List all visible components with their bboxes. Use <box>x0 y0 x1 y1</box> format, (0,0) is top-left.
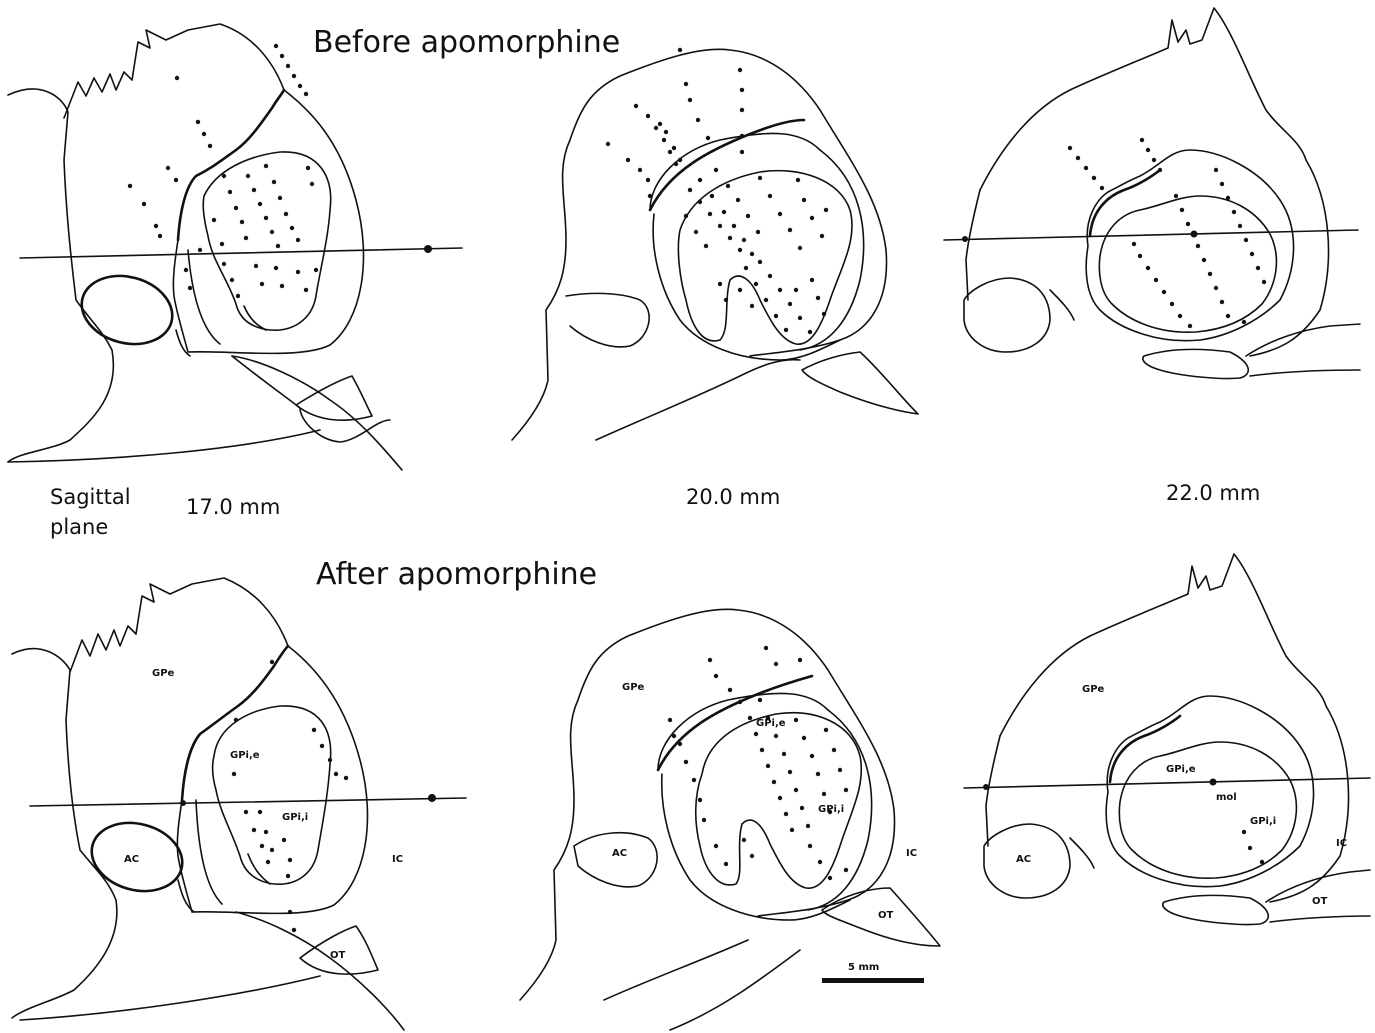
panel-after-17mm: GPe GPi,e GPi,i AC IC OT <box>12 578 466 1030</box>
ot-label: OT <box>330 950 346 961</box>
gpe-label: GPe <box>1082 684 1105 695</box>
gpii-label: GPi,i <box>282 812 308 823</box>
gpii-label: GPi,i <box>818 804 844 815</box>
gpe-label: GPe <box>622 682 645 693</box>
ot-label: OT <box>878 910 894 921</box>
section-20mm-label: 20.0 mm <box>686 485 780 509</box>
plane-label: plane <box>50 515 108 539</box>
mol-label: mol <box>1216 792 1237 803</box>
ic-label: IC <box>392 854 403 865</box>
ac-label: AC <box>124 854 139 865</box>
panel-before-20mm <box>512 48 918 440</box>
scale-bar <box>822 978 924 983</box>
before-apomorphine-title: Before apomorphine <box>313 25 620 60</box>
section-22mm-label: 22.0 mm <box>1166 481 1260 505</box>
ac-label: AC <box>612 848 627 859</box>
gpie-label: GPi,e <box>756 718 786 729</box>
gpie-label: GPi,e <box>230 750 260 761</box>
after-apomorphine-title: After apomorphine <box>316 557 597 592</box>
panel-before-17mm <box>8 24 462 470</box>
sagittal-label: Sagittal <box>50 485 131 509</box>
ot-label: OT <box>1312 896 1328 907</box>
ic-label: IC <box>1336 838 1347 849</box>
ac-label: AC <box>1016 854 1031 865</box>
ic-label: IC <box>906 848 917 859</box>
section-17mm-label: 17.0 mm <box>186 495 280 519</box>
gpii-label: GPi,i <box>1250 816 1276 827</box>
panel-after-20mm: GPe GPi,e GPi,i AC IC OT 5 mm <box>520 609 940 1030</box>
scale-bar-label: 5 mm <box>848 962 879 973</box>
panel-before-22mm <box>944 8 1360 379</box>
panel-after-22mm: GPe GPi,e mol GPi,i AC IC OT <box>964 554 1370 925</box>
gpe-label: GPe <box>152 668 175 679</box>
gpie-label: GPi,e <box>1166 764 1196 775</box>
